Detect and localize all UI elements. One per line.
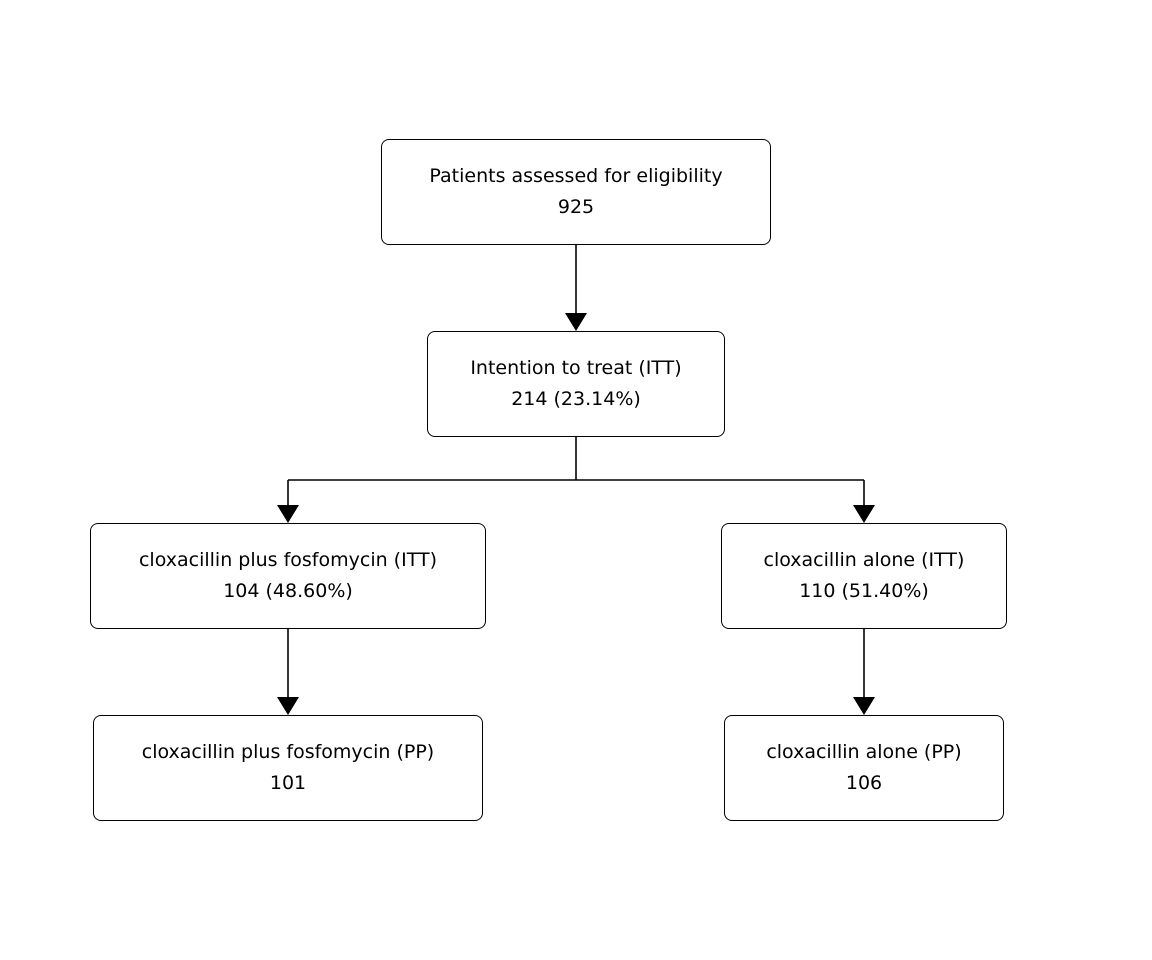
node-eligibility-assessed-value: 925 (557, 196, 595, 218)
arrowhead-to-arm-a-itt (277, 505, 299, 523)
node-cloxacillin-alone-pp-label: cloxacillin alone (PP) (766, 741, 962, 763)
node-intention-to-treat-label: Intention to treat (ITT) (470, 357, 682, 379)
node-cloxacillin-alone-pp: cloxacillin alone (PP) 106 (724, 715, 1004, 821)
node-cloxacillin-plus-fosfomycin-itt: cloxacillin plus fosfomycin (ITT) 104 (4… (90, 523, 486, 629)
node-cloxacillin-alone-itt: cloxacillin alone (ITT) 110 (51.40%) (721, 523, 1007, 629)
node-cloxacillin-plus-fosfomycin-itt-value: 104 (48.60%) (223, 580, 353, 602)
node-cloxacillin-plus-fosfomycin-itt-label: cloxacillin plus fosfomycin (ITT) (138, 549, 437, 571)
node-cloxacillin-plus-fosfomycin-pp: cloxacillin plus fosfomycin (PP) 101 (93, 715, 483, 821)
node-intention-to-treat-value: 214 (23.14%) (511, 388, 641, 410)
node-eligibility-assessed-label: Patients assessed for eligibility (429, 165, 723, 187)
node-cloxacillin-alone-itt-value: 110 (51.40%) (799, 580, 929, 602)
node-eligibility-assessed: Patients assessed for eligibility 925 (381, 139, 771, 245)
node-cloxacillin-alone-pp-value: 106 (845, 772, 883, 794)
node-cloxacillin-plus-fosfomycin-pp-label: cloxacillin plus fosfomycin (PP) (141, 741, 435, 763)
arrowhead-to-arm-a-pp (277, 697, 299, 715)
node-intention-to-treat: Intention to treat (ITT) 214 (23.14%) (427, 331, 725, 437)
node-cloxacillin-plus-fosfomycin-pp-value: 101 (269, 772, 307, 794)
arrowhead-to-itt (565, 313, 587, 331)
arrowhead-to-arm-b-pp (853, 697, 875, 715)
node-cloxacillin-alone-itt-label: cloxacillin alone (ITT) (763, 549, 965, 571)
arrowhead-to-arm-b-itt (853, 505, 875, 523)
